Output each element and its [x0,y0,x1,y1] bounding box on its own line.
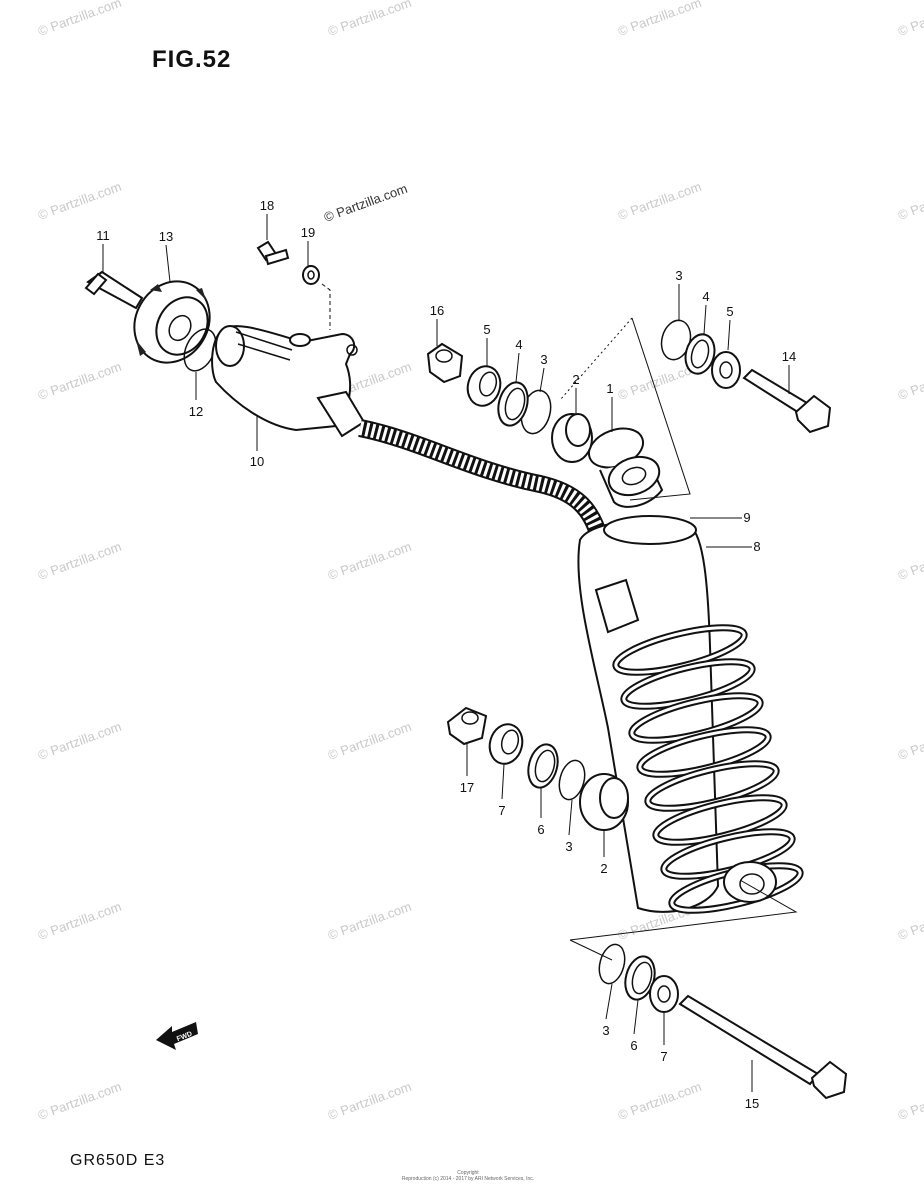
callout-10: 10 [250,454,264,469]
watermark-text: © Partzilla.com [896,179,924,223]
figure-title: FIG.52 [152,46,232,73]
watermark-text: © Partzilla.com [326,1079,413,1123]
callout-8: 8 [753,539,760,554]
copyright-line-2: Reproduction (c) 2014 - 2017 by ARI Netw… [401,1176,535,1182]
leader-line-3a [539,367,545,393]
model-code: GR650D E3 [70,1152,166,1169]
circlip-3-bottom-left [558,759,586,801]
callout-18: 18 [260,198,274,213]
callout-1: 1 [606,381,613,396]
bolt-14 [742,368,832,434]
watermark-text: © Partzilla.com [326,719,413,763]
callout-12: 12 [189,404,203,419]
leader-line-3c [568,799,573,836]
callout-13: 13 [159,229,173,244]
callout-4a: 4 [515,337,522,352]
watermark-text: © Partzilla.com [36,539,123,583]
watermark-text: © Partzilla.com [36,1079,123,1123]
ring-4-top-right [684,333,716,375]
circlip-3-bottom-right [598,943,626,985]
callout-3c: 3 [565,839,572,854]
watermark-text-prominent: © Partzilla.com [322,181,409,225]
callout-2b: 2 [600,861,607,876]
cap-16 [426,342,464,384]
ring-4-top-left [497,381,529,427]
callout-3d: 3 [602,1023,609,1038]
callout-5b: 5 [726,304,733,319]
watermark-text: © Partzilla.com [616,179,703,223]
callout-16: 16 [430,303,444,318]
callout-15: 15 [745,1096,759,1111]
coil-spring [612,624,804,914]
spacer-2-bottom [579,773,629,831]
shock-absorber-body [577,515,804,914]
watermark-text: © Partzilla.com [616,0,703,39]
leader-line-4b [703,304,707,335]
callout-7a: 7 [498,803,505,818]
copyright-line-1: Copyright [457,1170,479,1176]
leader-line-5b [727,319,731,351]
watermark-text: © Partzilla.com [36,719,123,763]
watermark-text: © Partzilla.com [896,1079,924,1123]
leader-lines [102,214,790,1092]
watermark-text: © Partzilla.com [36,179,123,223]
watermark-layer: © Partzilla.com © Partzilla.com © Partzill… [36,0,924,1123]
watermark-text: © Partzilla.com [896,0,924,39]
callout-5a: 5 [483,322,490,337]
callout-17: 17 [460,780,474,795]
callout-6a: 6 [537,822,544,837]
callout-3a: 3 [540,352,547,367]
forward-arrow-icon: FWD [156,1022,198,1050]
cap-17 [446,706,488,746]
seal-7-bottom-right [649,975,679,1013]
callout-2a: 2 [572,372,579,387]
watermark-text: © Partzilla.com [896,899,924,943]
bushing-1 [587,427,664,508]
callout-9: 9 [743,510,750,525]
watermark-text: © Partzilla.com [326,899,413,943]
watermark-text: © Partzilla.com [896,719,924,763]
adjuster-knob-13 [133,280,211,364]
reservoir-10 [211,325,358,432]
callout-6b: 6 [630,1038,637,1053]
spacer-2-top [551,413,593,463]
callout-7b: 7 [660,1049,667,1064]
bolt-18 [256,240,290,266]
watermark-text: © Partzilla.com [326,539,413,583]
leader-line-7a [501,763,505,800]
seal-7-bottom-left [488,723,524,765]
seal-5-top-right [711,351,741,389]
leader-line-13 [165,244,171,283]
watermark-text: © Partzilla.com [36,359,123,403]
watermark-text: © Partzilla.com [36,0,123,39]
callout-14: 14 [782,349,796,364]
copyright-notice: Copyright Reproduction (c) 2014 - 2017 b… [398,1170,538,1182]
centre-lines [321,283,798,961]
watermark-text: © Partzilla.com [616,1079,703,1123]
ring-6-bottom-left [527,743,559,789]
bolt-11 [84,270,144,310]
callout-11: 11 [96,228,110,243]
watermark-text: © Partzilla.com [326,0,413,39]
watermark-text: © Partzilla.com [896,359,924,403]
leader-line-6b [633,999,639,1035]
watermark-text: © Partzilla.com [896,539,924,583]
washer-19 [302,265,320,285]
callout-19: 19 [301,225,315,240]
bolt-15 [678,994,848,1100]
seal-5-top-left [466,365,502,407]
leader-line-4a [515,352,520,383]
callout-4b: 4 [702,289,709,304]
callout-3b: 3 [675,268,682,283]
watermark-text: © Partzilla.com [36,899,123,943]
leader-line-3d [605,983,613,1020]
